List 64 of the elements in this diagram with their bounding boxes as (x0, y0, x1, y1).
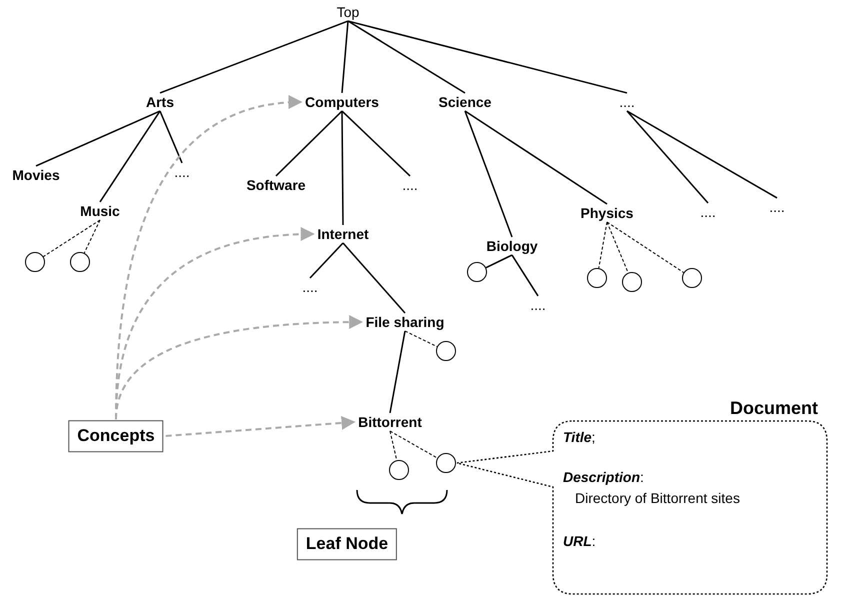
connector-line (42, 220, 100, 258)
connector-line (159, 110, 183, 164)
connector-line (309, 242, 344, 278)
connector-line (390, 430, 438, 459)
category-label: Bittorrent (358, 414, 422, 430)
node-label: Top (336, 4, 360, 20)
leaf-circle (436, 341, 456, 361)
category-label: Arts (146, 94, 174, 110)
connector-line (486, 254, 512, 268)
category-label: Software (246, 176, 306, 194)
connector-line (348, 20, 466, 94)
field-name: Directory of Bittorrent sites (575, 490, 740, 507)
connector-line (626, 110, 778, 199)
leaf-circle (622, 272, 642, 292)
connector-line (341, 111, 344, 225)
node-label: .... (530, 296, 546, 314)
category-label: Science (438, 94, 492, 110)
connector-line (275, 110, 343, 176)
label-box: Leaf Node (296, 528, 398, 560)
leaf-circle (389, 460, 409, 480)
node-label: .... (302, 278, 318, 296)
callout-heading: Document (730, 398, 818, 420)
category-label: Biology (486, 238, 538, 254)
node-label: .... (619, 94, 635, 110)
connector-line (598, 222, 608, 269)
connector-line (99, 110, 161, 202)
connector-line (464, 110, 513, 238)
leaf-circle (682, 268, 702, 288)
connector-line (606, 222, 629, 274)
node-label: .... (402, 176, 418, 194)
leaf-circle (70, 252, 90, 272)
connector-line (84, 220, 100, 254)
connector-line (511, 254, 539, 296)
category-label: Movies (12, 166, 60, 184)
connector-line (36, 110, 160, 167)
connector-line (348, 20, 628, 94)
connector-line (160, 20, 348, 94)
leaf-circle (587, 268, 607, 288)
leaf-circle (467, 262, 487, 282)
field-name: URL: (563, 533, 596, 550)
node-label: .... (174, 164, 190, 180)
label-box: Concepts (68, 420, 164, 452)
node-label: .... (700, 204, 716, 220)
field-name: Title; (563, 429, 596, 446)
category-label: Internet (317, 226, 369, 242)
connector-line (626, 110, 709, 204)
category-label: File sharing (366, 314, 444, 330)
connector-line (606, 222, 684, 273)
connector-line (389, 330, 406, 414)
connector-line (341, 20, 349, 94)
node-label: .... (769, 198, 785, 216)
leaf-circle (25, 252, 45, 272)
field-value: Description: (563, 469, 644, 486)
leaf-circle (436, 453, 456, 473)
category-label: Physics (580, 204, 634, 222)
category-label: Computers (305, 94, 379, 110)
connector-line (341, 110, 411, 176)
connector-line (464, 110, 608, 205)
arrow (166, 416, 356, 437)
category-label: Music (80, 202, 120, 220)
connector-line (390, 430, 398, 461)
arrow (115, 315, 364, 420)
connector-line (404, 330, 438, 348)
connector-line (342, 242, 406, 314)
